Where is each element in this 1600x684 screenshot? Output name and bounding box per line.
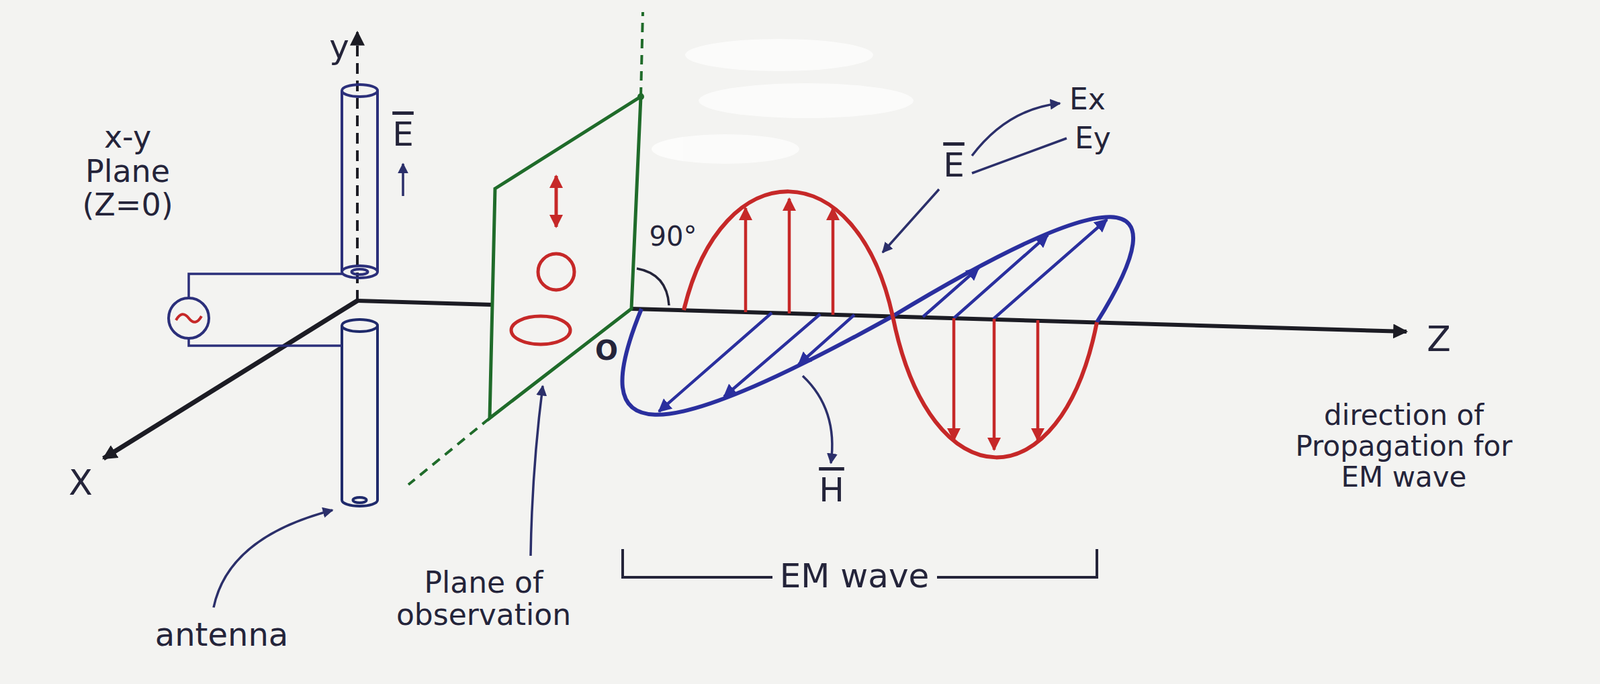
magnetic-field-arrow [953,235,1048,319]
span-bracket [937,549,1097,578]
leader-arrow [530,386,543,557]
leader-arrow [882,189,940,253]
electric-field-arrow [787,198,792,314]
axis-label: y [329,28,350,66]
magnetic-field-arrow [922,268,979,318]
z-axis [631,308,1407,332]
polarization-ellipse [511,316,571,345]
axis-label: Z [1426,320,1451,359]
field-label: E [392,116,414,154]
ac-source [168,298,209,339]
leader-line [971,138,1067,174]
field-arrow [401,163,405,197]
feed-wire [188,274,342,299]
whiteout-patch [698,83,914,119]
axis-label: X [68,464,93,503]
angle-label: 90° [649,221,698,252]
plane-extension [408,418,490,485]
magnetic-field-lobe [621,308,893,416]
plane-corner [637,93,645,101]
antenna-element [341,84,378,279]
feed-wire [188,338,342,346]
callout-label: antenna [155,617,289,653]
electric-field-arrow [952,318,956,441]
whiteout-patch [685,38,874,72]
component-label: Ey [1074,122,1111,155]
note-label: direction of Propagation for EM wave [1293,400,1515,494]
observation-plane [489,96,641,419]
magnetic-field-arrow [658,313,772,412]
plane-extension [640,12,643,97]
electric-field-arrow [1036,320,1040,441]
antenna-element [341,265,378,279]
electric-field-arrow [831,208,835,316]
z-axis [357,300,493,305]
field-label: E [943,147,965,185]
callout-label: Plane of observation [382,566,585,633]
span-bracket [622,549,773,578]
polarization-arrow [554,175,559,228]
antenna-element [340,325,344,501]
antenna-element [376,90,379,273]
antenna-element [353,497,367,504]
electric-field-lobe [683,191,893,317]
antenna-element [376,325,379,501]
span-label: EM wave [779,558,930,596]
field-label: H [818,472,845,510]
electric-field-arrow [992,319,997,451]
magnetic-field-arrow [658,219,1107,412]
magnetic-field-lobe [892,216,1134,323]
electric-field-arrow [745,198,1038,451]
antenna-element [351,269,369,275]
leader-arrow [213,510,333,608]
polarization-circle [538,253,575,291]
ac-source-symbol [175,314,202,323]
whiteout-patch [651,38,914,164]
antenna-element [341,319,378,332]
component-label: Ex [1069,83,1106,116]
x-axis [103,300,358,459]
antenna-element [341,84,378,97]
electric-field-arrow [744,208,748,313]
plane-label: x-y Plane (Z=0) [69,120,187,223]
antenna-element [340,90,344,273]
origin-label: O [595,335,618,366]
whiteout-patch [651,134,800,164]
antenna-element [341,319,378,507]
leader-arrow [971,103,1060,156]
y-axis [356,32,359,301]
magnetic-field-arrow [798,315,855,365]
leader-arrow [802,376,833,464]
angle-arc [636,268,670,306]
magnetic-field-arrow [724,314,821,397]
electric-field-lobe [892,316,1097,458]
magnetic-field-arrow [993,219,1107,320]
